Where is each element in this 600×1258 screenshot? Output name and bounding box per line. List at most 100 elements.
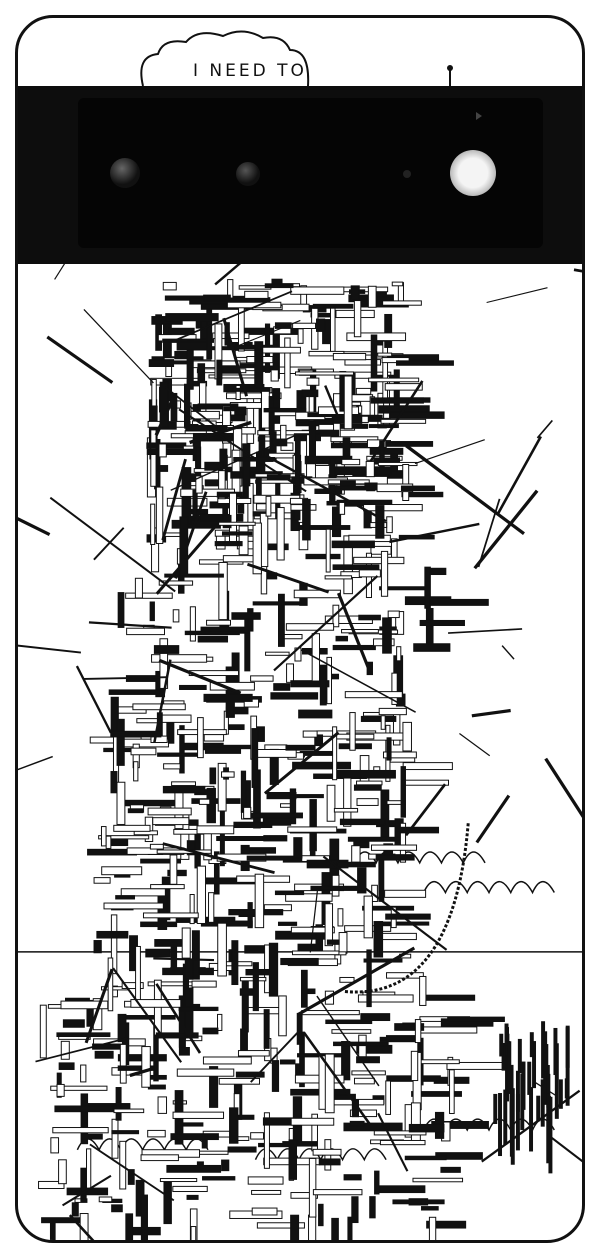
machine-part [331,874,340,897]
machine-part [203,294,231,302]
strut-line [300,649,416,713]
machine-part [358,569,381,578]
sensor-icon [403,170,411,178]
machine-part [180,1122,204,1127]
machine-part [176,341,209,351]
machine-part [216,359,223,386]
machine-part [54,1105,114,1113]
machine-part [110,914,118,975]
machine-part [548,1096,553,1174]
machine-part [386,737,392,761]
machine-part [111,1204,123,1213]
machine-part [264,283,294,289]
machine-part [164,573,224,578]
machine-part [221,1159,230,1172]
machine-part [182,445,195,450]
machine-part [94,1050,114,1059]
machine-part [142,912,199,919]
machine-part [206,619,231,626]
machine-part [391,672,398,705]
machine-part [110,771,118,794]
strut-line [404,783,447,837]
machine-part [529,1087,534,1152]
strut-line [250,1028,303,1083]
machine-part [402,464,410,501]
machine-part [155,1032,199,1039]
machine-part [38,1180,65,1190]
machine-part [510,1088,515,1165]
machine-part [221,365,240,374]
machine-part [71,1202,79,1217]
machine-part [231,940,239,986]
machine-part [386,972,424,979]
machine-part [347,836,401,842]
machine-part [62,1019,85,1028]
machine-part [229,1107,239,1144]
machine-part [301,1010,360,1016]
machine-part [113,824,151,832]
machine-part [171,781,196,787]
machine-part [331,1217,339,1240]
machine-part [149,843,164,850]
strut-line [153,659,172,744]
machine-part [176,1068,235,1077]
machine-part [375,854,415,861]
machine-part [278,593,285,647]
machine-part [358,614,381,621]
machine-part [191,930,200,980]
machine-part [113,1108,145,1114]
machine-part [325,1019,373,1025]
machine-part [108,837,129,847]
machine-part [197,635,229,643]
machine-part [391,281,404,287]
machine-part [39,1004,47,1059]
machine-part [540,1079,545,1127]
machine-part [341,458,361,466]
machine-part [374,1170,380,1195]
machine-part [297,328,304,344]
machine-part [402,762,453,771]
machine-part [379,1185,426,1194]
machine-part [353,784,382,791]
machine-part [214,541,243,547]
machine-part [397,826,440,834]
machine-part [222,405,231,444]
machine-part [120,888,166,897]
machine-part [56,1032,111,1038]
machine-part [150,503,156,545]
machine-part [353,841,370,849]
machine-part [98,835,150,840]
machine-part [288,1139,298,1180]
machine-part [419,619,465,627]
machine-part [209,767,217,785]
machine-part [331,540,375,549]
machine-part [382,300,422,306]
machine-part [308,1214,317,1240]
machine-part [330,304,336,352]
strut-line [322,855,448,951]
machine-part [178,1006,219,1012]
machine-part [339,818,386,826]
machine-part [331,506,342,538]
machine-part [126,627,165,636]
machine-part [356,798,379,806]
machine-part [172,1111,225,1119]
machine-part [286,663,294,683]
machine-part [162,785,206,794]
machine-part [298,709,333,719]
strut-line [473,489,539,570]
machine-part [170,1133,219,1141]
machine-part [351,1196,359,1224]
machine-part [237,1050,270,1057]
machine-part [370,844,418,851]
machine-part [384,889,427,898]
machine-part [558,1079,563,1109]
machine-part [292,322,317,329]
machine-part [146,448,195,456]
machine-part [339,976,355,983]
machine-part [344,691,403,699]
machine-part [250,675,274,682]
machine-part [396,646,402,662]
machine-part [363,504,423,512]
machine-part [332,644,376,651]
